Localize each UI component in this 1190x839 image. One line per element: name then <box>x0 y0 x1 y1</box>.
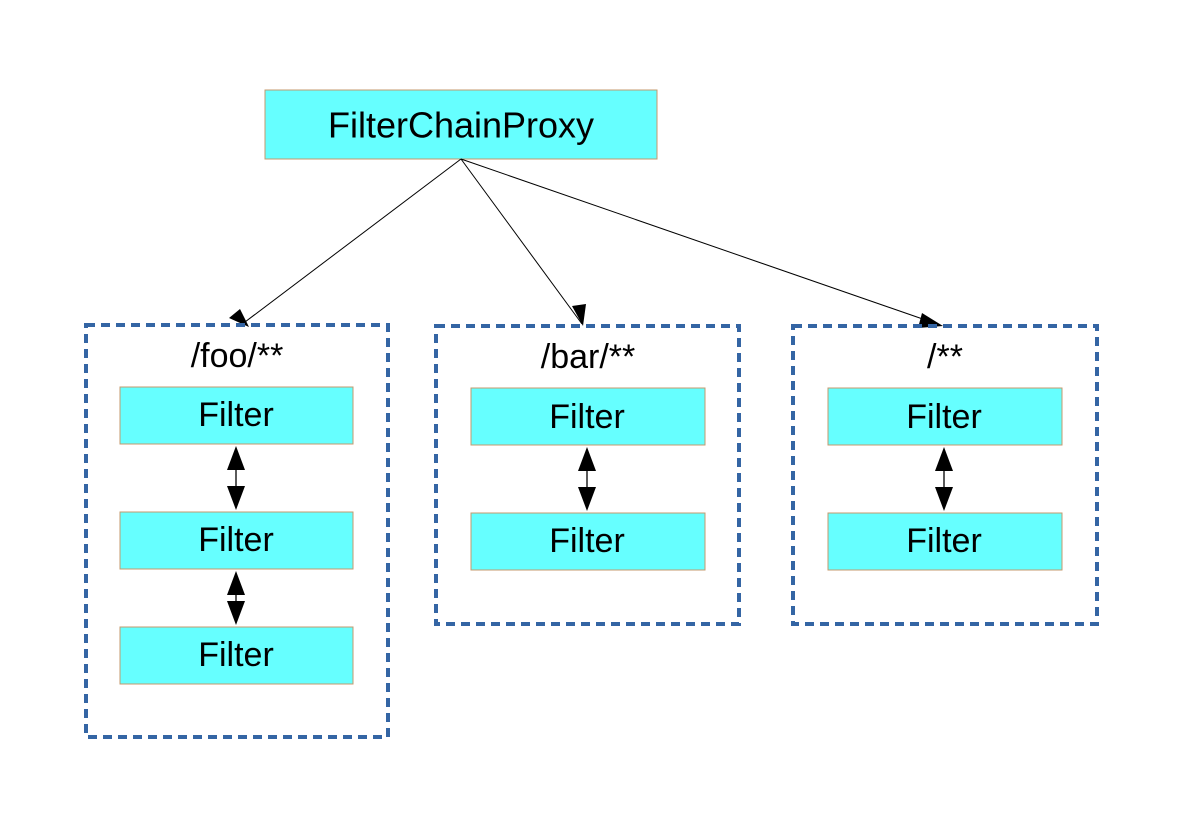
chain-root-filter-2: Filter <box>906 522 982 560</box>
chain-bar-filter-2-box <box>470 512 706 571</box>
chain-foo-filter-1: Filter <box>198 396 274 434</box>
filter-chain-proxy-node: FilterChainProxy <box>264 89 658 160</box>
chain-bar-filter-2: Filter <box>549 522 625 560</box>
chain-bar: /bar/** Filter Filter <box>434 324 741 626</box>
edge-to-foo-chain <box>240 158 462 326</box>
chain-foo-link-1-2 <box>227 446 245 510</box>
chain-foo-filter-3: Filter <box>198 636 274 674</box>
chain-root-link-1-2 <box>935 447 953 511</box>
chain-foo-filter-1-box <box>119 386 354 445</box>
chain-foo-filter-3-box <box>119 626 354 685</box>
chain-foo: /foo/** Filter Filter Filter <box>84 323 390 739</box>
chain-foo-pattern: /foo/** <box>191 337 284 375</box>
arrowhead-down <box>227 486 245 510</box>
arrowhead-down <box>935 487 953 511</box>
arrowhead-up <box>227 446 245 470</box>
arrowhead-bar <box>572 304 586 326</box>
chain-bar-pattern: /bar/** <box>541 338 636 376</box>
chain-root-filter-1: Filter <box>906 398 982 436</box>
chain-root-group <box>791 324 1099 626</box>
chain-bar-filter-1: Filter <box>549 398 625 436</box>
chain-root-pattern: /** <box>927 338 963 376</box>
chain-foo-filter-2-box <box>119 511 354 570</box>
edge-to-root-chain <box>460 158 941 326</box>
arrowhead-down <box>227 601 245 625</box>
edge-to-bar-chain <box>460 158 583 325</box>
root-edges <box>229 158 943 328</box>
chain-bar-filter-1-box <box>470 387 706 446</box>
chain-foo-group <box>84 323 390 739</box>
chain-bar-link-1-2 <box>578 447 596 511</box>
chain-root-filter-1-box <box>827 387 1063 446</box>
chain-root-filter-2-box <box>827 512 1063 571</box>
chain-foo-filter-2: Filter <box>198 521 274 559</box>
chain-foo-link-2-3 <box>227 571 245 625</box>
arrowhead-foo <box>229 309 249 327</box>
filter-chain-proxy-label: FilterChainProxy <box>328 105 594 146</box>
chain-root: /** Filter Filter <box>791 324 1099 626</box>
filter-chain-proxy-box <box>264 89 658 160</box>
arrowhead-up <box>935 447 953 471</box>
arrowhead-up <box>578 447 596 471</box>
chain-bar-group <box>434 324 741 626</box>
arrowhead-down <box>578 487 596 511</box>
arrowhead-up <box>227 571 245 595</box>
